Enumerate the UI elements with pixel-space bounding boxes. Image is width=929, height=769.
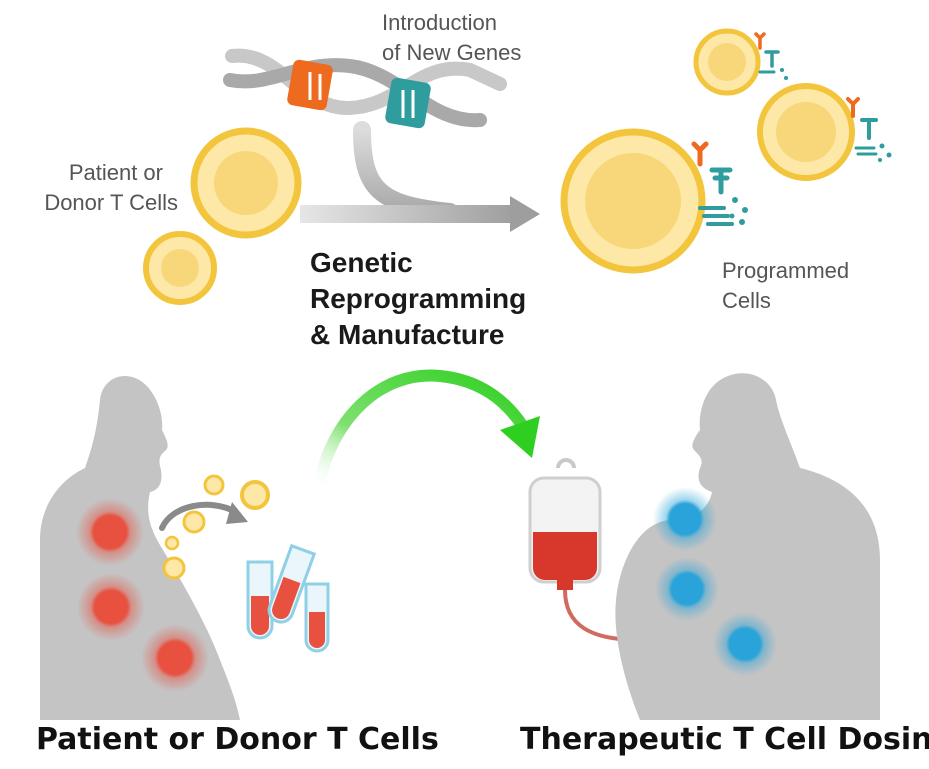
healthy-spot xyxy=(713,612,777,676)
process-label: Genetic Reprogramming & Manufacture xyxy=(310,245,526,353)
left-caption: Patient or Donor T Cells xyxy=(36,722,439,757)
patient-cells-label: Patient or Donor T Cells xyxy=(18,158,178,218)
healthy-spot xyxy=(655,557,719,621)
tumor-spot xyxy=(77,573,145,641)
receptor-icon xyxy=(691,141,748,226)
test-tube-icon xyxy=(267,543,317,624)
dna-icon xyxy=(223,48,507,129)
patient-cells-label-line2: Donor T Cells xyxy=(44,190,178,215)
transfer-arrow xyxy=(312,369,540,496)
tumor-spot xyxy=(141,624,209,692)
new-genes-label-line2: of New Genes xyxy=(382,40,522,65)
reprogramming-arrow xyxy=(300,196,540,232)
t-cell-small-icon xyxy=(182,510,206,534)
right-caption: Therapeutic T Cell Dosing xyxy=(520,722,929,757)
test-tube-icon xyxy=(304,582,330,653)
human-silhouette-icon xyxy=(615,373,880,720)
t-cell-small-icon xyxy=(203,474,225,496)
gene-insert-arrow xyxy=(353,121,459,221)
process-label-line1: Genetic xyxy=(310,247,413,278)
programmed-cells-label-line1: Programmed xyxy=(722,258,850,283)
test-tube-icon xyxy=(246,560,274,640)
programmed-cell-small xyxy=(693,28,788,96)
new-genes-label: Introduction of New Genes xyxy=(382,8,521,68)
t-cell-icon xyxy=(190,127,302,239)
programmed-cells-label-line2: Cells xyxy=(722,288,771,313)
process-label-line2: Reprogramming xyxy=(310,283,527,314)
process-label-line3: & Manufacture xyxy=(310,319,505,350)
t-cell-small-icon xyxy=(143,231,217,305)
dna-teal-segment xyxy=(385,77,431,129)
t-cell-small-icon xyxy=(240,480,270,510)
tumor-spot xyxy=(76,498,144,566)
programmed-cells-label: Programmed Cells xyxy=(722,256,849,316)
extraction-arrow xyxy=(159,501,239,531)
t-cell-small-icon xyxy=(162,556,186,580)
t-cell-small-icon xyxy=(164,535,180,551)
new-genes-label-line1: Introduction xyxy=(382,10,497,35)
healthy-spot xyxy=(653,487,717,551)
patient-cells-label-line1: Patient or xyxy=(68,160,163,185)
programmed-cell-medium xyxy=(757,83,892,181)
programmed-cell-large xyxy=(560,128,748,274)
human-silhouette-icon xyxy=(40,376,240,720)
